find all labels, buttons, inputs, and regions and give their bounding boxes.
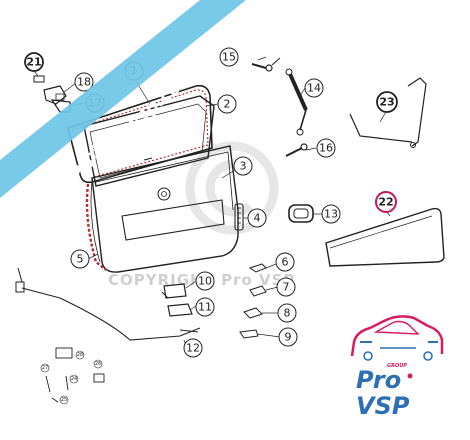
callout-22-label: 22: [378, 196, 393, 209]
callout-23-label: 23: [379, 96, 394, 109]
callout-25-label: 25: [61, 397, 67, 403]
callout-27-label: 27: [42, 365, 48, 371]
callout-5-label: 5: [77, 253, 84, 266]
callout-3-label: 3: [240, 160, 247, 173]
callout-28: 28: [75, 350, 85, 360]
ball-stud-part: [251, 57, 281, 72]
callout-7-label: 7: [283, 281, 290, 294]
callout-12: 12: [183, 338, 203, 358]
callout-11: 11: [195, 297, 215, 317]
callout-10-label: 10: [198, 275, 212, 288]
window-seal-frame-part: [67, 84, 213, 184]
callout-25: 25: [59, 395, 69, 405]
callout-13: 13: [321, 204, 341, 224]
callout-2-label: 2: [224, 98, 231, 111]
small-hardware-group: [45, 347, 105, 403]
clip-part-7: [249, 285, 267, 297]
callout-3: 3: [233, 156, 253, 176]
callout-26: 26: [93, 359, 103, 369]
bolt-part: [285, 143, 308, 157]
callout-18: 18: [74, 72, 94, 92]
callout-11-label: 11: [198, 301, 212, 314]
callout-10: 10: [195, 271, 215, 291]
logo-dot-icon: [407, 373, 413, 379]
callout-4: 4: [247, 208, 267, 228]
callout-27: 27: [40, 363, 50, 373]
callout-21-label: 21: [26, 56, 41, 69]
callout-13-label: 13: [324, 208, 338, 221]
callout-7: 7: [276, 277, 296, 297]
callout-4-label: 4: [254, 212, 261, 225]
callout-12-label: 12: [186, 342, 200, 355]
spoiler-trim-part: [325, 207, 445, 267]
connector-part-9: [239, 329, 259, 339]
hinge-part: [43, 85, 67, 105]
logo-line2-text: VSP: [356, 392, 410, 420]
pro-vsp-logo: GROUP Pro VSP: [350, 315, 444, 420]
callout-28-label: 28: [77, 352, 83, 358]
callout-18-label: 18: [77, 76, 91, 89]
callout-5: 5: [70, 249, 90, 269]
callout-15: 15: [219, 47, 239, 67]
rear-glass-part: [83, 95, 215, 187]
callout-14-label: 14: [307, 82, 321, 95]
car-logo-icon: [350, 315, 444, 361]
pad-part: [33, 75, 45, 83]
rod-bracket-part: [349, 77, 427, 148]
callout-2: 2: [217, 94, 237, 114]
callout-15-label: 15: [222, 51, 236, 64]
switch-part-8: [243, 307, 263, 319]
callout-24-label: 24: [71, 376, 77, 382]
latch-mechanism-part: [167, 303, 193, 317]
callout-26-label: 26: [95, 361, 101, 367]
tailgate-panel-part: [91, 145, 239, 273]
lock-actuator-part: [161, 283, 187, 299]
callout-14: 14: [304, 78, 324, 98]
logo-tag-text: GROUP: [387, 363, 407, 369]
callout-16-label: 16: [319, 142, 333, 155]
light-strip-part: [234, 203, 244, 231]
callout-21: 21: [24, 52, 44, 72]
handle-ring-part: [288, 204, 314, 223]
logo-line1-text: Pro: [356, 366, 401, 394]
callout-6-label: 6: [282, 256, 289, 269]
gas-strut-part: [285, 68, 308, 136]
release-cable-part: [15, 267, 201, 341]
callout-8: 8: [277, 303, 297, 323]
callout-8-label: 8: [284, 307, 291, 320]
callout-24: 24: [69, 374, 79, 384]
callout-23: 23: [376, 91, 398, 113]
callout-9-label: 9: [285, 331, 292, 344]
callout-6: 6: [275, 252, 295, 272]
tailgate-seal-part: [85, 179, 107, 271]
callout-16: 16: [316, 138, 336, 158]
callout-9: 9: [278, 327, 298, 347]
callout-22: 22: [375, 191, 397, 213]
